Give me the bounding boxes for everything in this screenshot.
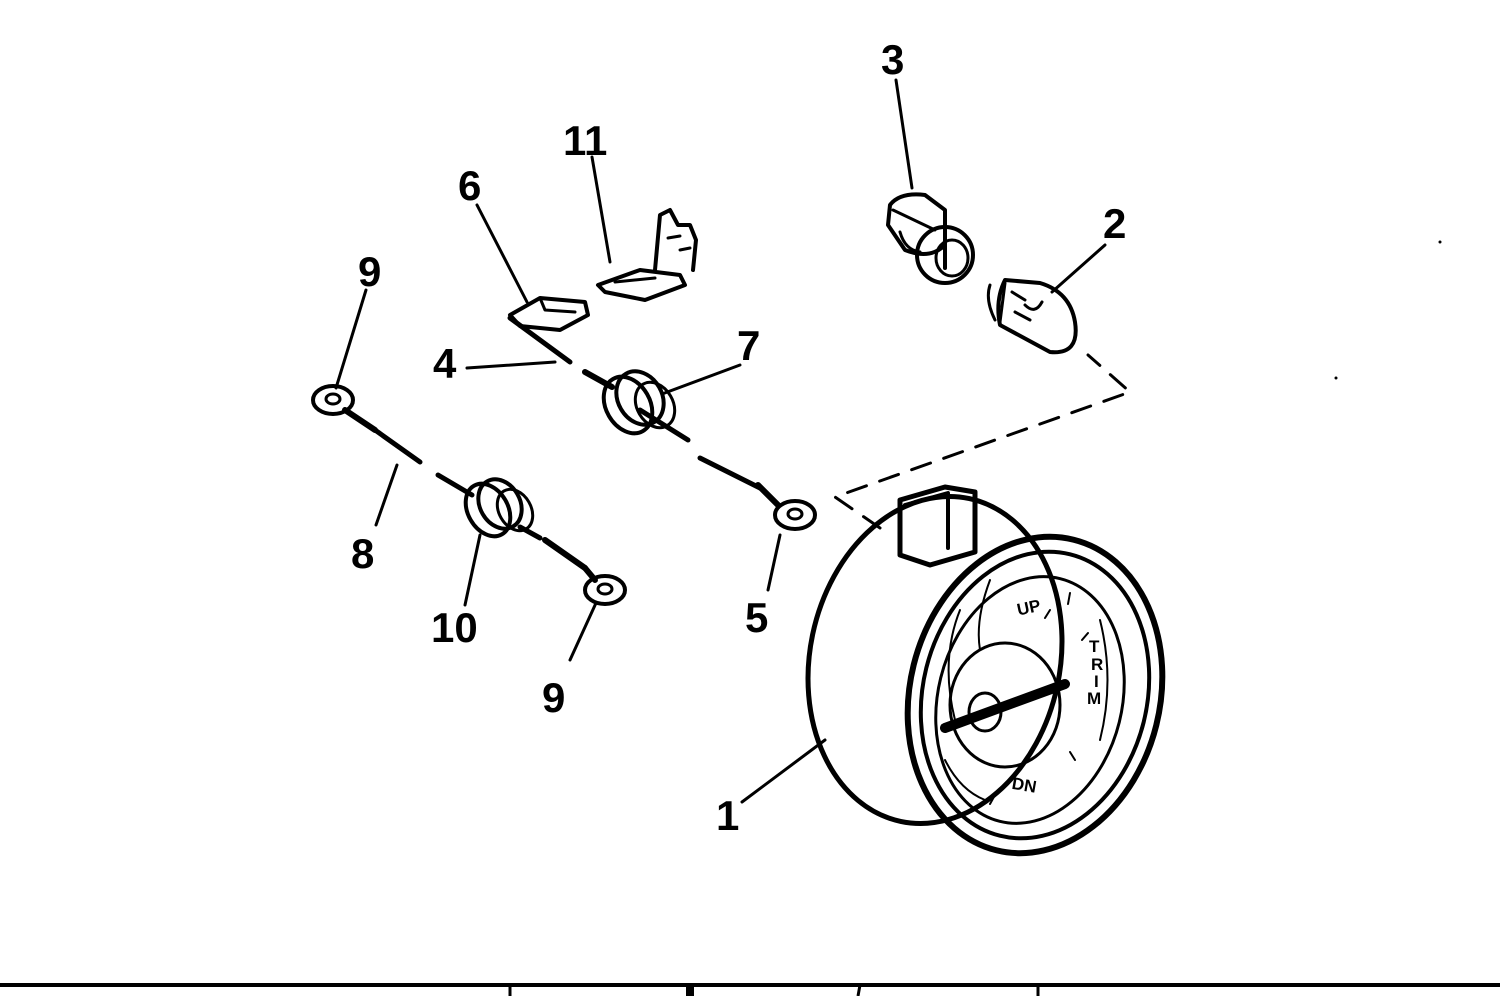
callout-6: 6	[458, 162, 481, 209]
dashed-leader-gauge-to-bulb	[833, 353, 1132, 530]
gauge-label-trim-r: R	[1091, 655, 1103, 674]
speck	[1334, 376, 1338, 380]
callout-10: 10	[431, 604, 478, 651]
gauge-label-trim-m: M	[1087, 689, 1101, 708]
callout-9-lower: 9	[542, 674, 565, 721]
callout-numbers: 1 2 3 4 5 6 7 8 9 9 10 11	[351, 36, 1126, 839]
terminal-bracket	[596, 208, 698, 302]
gauge-label-trim-i: I	[1094, 672, 1099, 691]
callout-9-upper: 9	[358, 248, 381, 295]
bulb	[986, 278, 1078, 355]
callout-7: 7	[737, 322, 760, 369]
leader-lines	[334, 78, 1107, 804]
callout-1: 1	[716, 792, 739, 839]
callout-8: 8	[351, 530, 374, 577]
gauge-label-up: UP	[1015, 596, 1042, 619]
lamp-socket	[886, 192, 975, 285]
callout-11: 11	[563, 117, 607, 164]
lower-harness	[311, 384, 627, 606]
callout-5: 5	[745, 594, 768, 641]
callout-2: 2	[1103, 200, 1126, 247]
upper-harness	[582, 369, 817, 531]
gauge-label-trim-t: T	[1089, 637, 1100, 656]
callout-4: 4	[433, 340, 457, 387]
callout-3: 3	[881, 36, 904, 83]
gauge-label-dn: DN	[1010, 774, 1037, 797]
speck	[1438, 240, 1442, 244]
short-wire	[507, 315, 573, 365]
page-bottom-rule	[0, 983, 1500, 996]
trim-gauge: UP T R I M DN	[805, 484, 1166, 857]
